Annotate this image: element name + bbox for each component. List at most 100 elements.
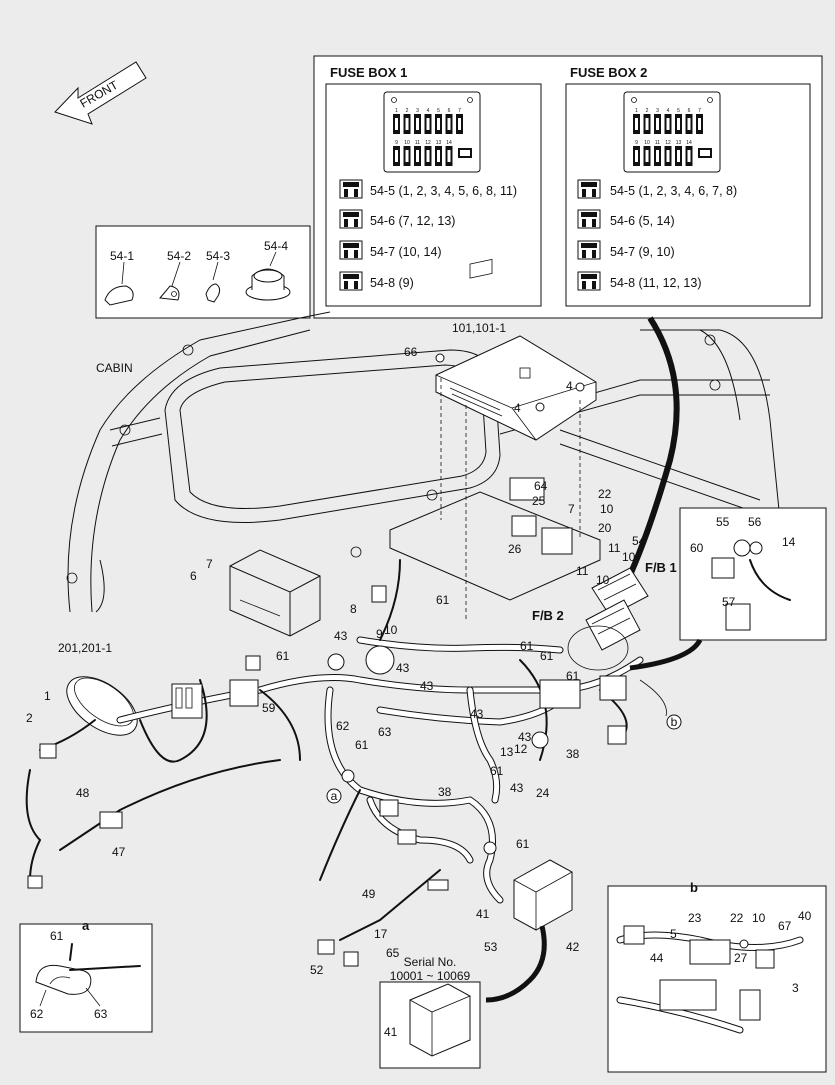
part-callout: 12 — [514, 742, 528, 756]
detail-b-label: 27 — [734, 951, 748, 965]
part-callout: 66 — [404, 345, 418, 359]
clip-54-3-icon — [205, 283, 221, 303]
fuse-block-2 — [585, 599, 641, 651]
fuse-slot-number: 7 — [698, 108, 701, 114]
buzzer-8 — [365, 645, 395, 675]
part-callout: 9 — [376, 627, 383, 641]
part-callout: 17 — [374, 927, 388, 941]
part-callout: 2 — [26, 711, 33, 725]
fuse-slot-number: 5 — [437, 108, 440, 114]
fuse-slot-number: 6 — [448, 108, 451, 114]
fuse-icon — [577, 240, 601, 260]
fuse-slot-number: 10 — [404, 140, 410, 146]
part-callout: 61 — [276, 649, 290, 663]
detail-b-title: b — [690, 880, 698, 895]
detail-b-label: 23 — [688, 911, 702, 925]
part-callout: 201,201-1 — [58, 641, 112, 655]
detail-fb-parts — [711, 539, 791, 631]
fuse-slot-number: 6 — [688, 108, 691, 114]
part-callout: 59 — [262, 701, 276, 715]
serial-label: 41 — [384, 1025, 398, 1039]
detail-b-label: 44 — [650, 951, 664, 965]
part-callout: 4 — [566, 379, 573, 393]
serial-bracket-41 — [409, 983, 471, 1057]
part-callout: 26 — [508, 542, 522, 556]
fuse-slot-number: 12 — [665, 140, 671, 146]
part-callout: 61 — [516, 837, 530, 851]
part-callout: 48 — [76, 786, 90, 800]
sensor-52 — [317, 879, 449, 967]
side-bracket — [229, 549, 321, 637]
part-callout: 10 — [600, 502, 614, 516]
fuse-icon — [577, 179, 601, 199]
fuse-slot-number: 10 — [644, 140, 650, 146]
part-callout: 43 — [518, 730, 532, 744]
mounting-bracket — [389, 491, 601, 601]
part-callout: 24 — [536, 786, 550, 800]
detail-fb-box — [679, 507, 827, 641]
detail-fb-label: 56 — [748, 515, 762, 529]
cabin-label: CABIN — [96, 361, 133, 375]
relay-20 — [541, 527, 573, 555]
part-callout: 62 — [336, 719, 350, 733]
clip-label: 54-1 — [110, 249, 134, 263]
fuse-slot-number: 4 — [667, 108, 670, 114]
part-callout: 43 — [470, 707, 484, 721]
fuse-box-2-title: FUSE BOX 2 — [570, 65, 647, 80]
fuse-box-1-row: 54-8 (9) — [370, 276, 414, 290]
fuse-box-1-row: 54-6 (7, 12, 13) — [370, 214, 455, 228]
fuse-slot-number: 9 — [635, 140, 638, 146]
part-callout: 61 — [490, 764, 504, 778]
fuse-icon — [339, 179, 363, 199]
part-callout: 61 — [436, 593, 450, 607]
fuse-icon — [577, 271, 601, 291]
part-callout: 54 — [632, 534, 646, 548]
fuse-block-1 — [591, 567, 649, 617]
detail-b-label: 3 — [792, 981, 799, 995]
detail-b-label: 40 — [798, 909, 812, 923]
part-callout: 47 — [112, 845, 126, 859]
part-callout: 64 — [534, 479, 548, 493]
detail-a-label: 62 — [30, 1007, 44, 1021]
fuse-slot-number: 13 — [676, 140, 682, 146]
part-callout: 53 — [484, 940, 498, 954]
part-callout: 38 — [438, 785, 452, 799]
part-callout: 7 — [206, 557, 213, 571]
part-callout: 43 — [396, 661, 410, 675]
fuse-slot-number: 11 — [415, 140, 420, 146]
part-callout: 11 — [608, 541, 621, 555]
detail-b-label: 67 — [778, 919, 792, 933]
harness-connectors — [27, 585, 627, 889]
part-callout: 43 — [420, 679, 434, 693]
detail-a-label: 61 — [50, 929, 64, 943]
circle-ref-a: a — [326, 788, 342, 804]
part-callout: 61 — [566, 669, 580, 683]
fuse-icon — [339, 209, 363, 229]
fuse-box-1-title: FUSE BOX 1 — [330, 65, 407, 80]
circle-ref-b: b — [639, 679, 682, 730]
fuse-box-1-row: 54-5 (1, 2, 3, 4, 5, 6, 8, 11) — [370, 184, 517, 198]
serial-line-1: Serial No. — [404, 955, 457, 969]
fuse-slot-number: 4 — [427, 108, 430, 114]
fuse-box-2-row: 54-7 (9, 10) — [610, 245, 675, 259]
part-callout: 8 — [350, 602, 357, 616]
fuse-slot-number: 2 — [646, 108, 649, 114]
fuse-slot-number: 2 — [406, 108, 409, 114]
fuse-icon — [339, 240, 363, 260]
fuse-slot-number: 11 — [655, 140, 660, 146]
part-callout: 61 — [540, 649, 554, 663]
fuse-icon — [577, 209, 601, 229]
part-callout: 52 — [310, 963, 324, 977]
fuse-slot-number: 3 — [656, 108, 659, 114]
fuse-box-2-list: 54-5 (1, 2, 3, 4, 6, 7, 8) 54-6 (5, 14) … — [610, 184, 737, 290]
svg-text:a: a — [331, 789, 338, 803]
part-callout: 63 — [378, 725, 392, 739]
part-callout: 61 — [355, 738, 369, 752]
detail-b-label: 10 — [752, 911, 766, 925]
fuse-slot-number: 9 — [395, 140, 398, 146]
part-callout: 49 — [362, 887, 376, 901]
part-callout: 10 — [622, 550, 636, 564]
